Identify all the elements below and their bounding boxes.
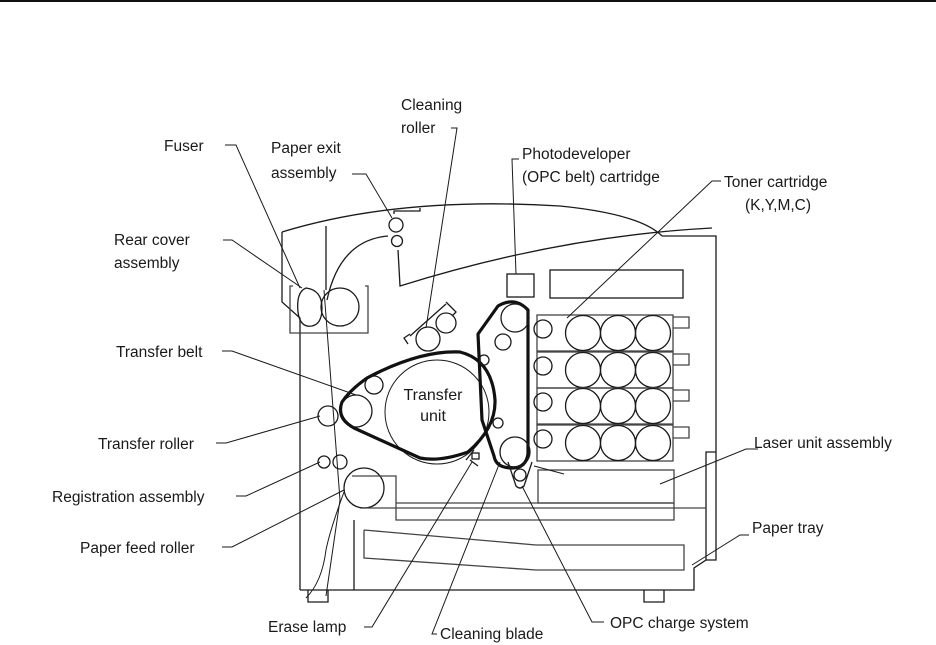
- transfer-roller: [318, 406, 338, 426]
- label-laser-unit: Laser unit assembly: [754, 435, 892, 452]
- label-photodeveloper-1: Photodeveloper: [522, 146, 631, 163]
- label-cleaning-blade: Cleaning blade: [440, 626, 543, 643]
- upper-slot: [550, 270, 683, 298]
- toner-cartridge: [534, 388, 689, 424]
- label-paper-tray: Paper tray: [752, 520, 824, 537]
- toner-roller: [601, 389, 636, 424]
- foot-right: [644, 590, 664, 602]
- toner-roller: [636, 426, 671, 461]
- toner-cartridge-tab: [673, 354, 689, 365]
- toner-cartridges: [534, 315, 689, 461]
- paper-feed-roller: [344, 468, 384, 508]
- transfer-belt: [341, 352, 496, 459]
- label-fuser: Fuser: [164, 138, 204, 155]
- label-opc-charge: OPC charge system: [610, 615, 749, 632]
- opc-charge-roller: [514, 469, 526, 481]
- toner-cartridge-tab: [673, 427, 689, 438]
- inner-cover-curve: [398, 228, 712, 286]
- cleaning-roller-unit: [404, 302, 456, 351]
- transfer-unit-label-2: unit: [420, 408, 446, 425]
- toner-roller: [601, 353, 636, 388]
- label-cleaning-roller-1: Cleaning: [401, 97, 462, 114]
- toner-roller: [636, 316, 671, 351]
- paper-path-upper: [327, 236, 388, 300]
- toner-roller: [636, 353, 671, 388]
- toner-roller: [601, 426, 636, 461]
- tray-structure: [352, 476, 706, 570]
- toner-roller: [566, 316, 601, 351]
- label-photodeveloper-2: (OPC belt) cartridge: [522, 169, 660, 186]
- label-rear-cover-1: Rear cover: [114, 232, 190, 249]
- transfer-unit-label-1: Transfer: [404, 387, 464, 404]
- opc-roller-small-2: [493, 418, 503, 428]
- photodeveloper-box: [507, 274, 534, 297]
- opc-roller-top: [501, 304, 529, 332]
- toner-roller: [601, 316, 636, 351]
- label-transfer-belt: Transfer belt: [116, 344, 203, 361]
- registration-roller-2: [333, 455, 347, 469]
- opc-roller-bottom: [500, 437, 530, 467]
- label-paper-feed-roller: Paper feed roller: [80, 540, 195, 557]
- toner-cartridge: [534, 315, 689, 351]
- toner-roller: [636, 389, 671, 424]
- label-rear-cover-2: assembly: [114, 255, 180, 272]
- label-paper-exit-2: assembly: [271, 165, 337, 182]
- laser-unit: [538, 470, 674, 503]
- label-cleaning-roller-2: roller: [401, 120, 435, 137]
- toner-roller: [566, 389, 601, 424]
- label-transfer-roller: Transfer roller: [98, 436, 194, 453]
- toner-roller: [566, 353, 601, 388]
- label-erase-lamp: Erase lamp: [268, 619, 346, 636]
- toner-cartridge-tab: [673, 390, 689, 401]
- label-toner-1: Toner cartridge: [724, 174, 827, 191]
- toner-roller: [566, 426, 601, 461]
- paper-exit-rollers: [389, 208, 420, 247]
- label-toner-2: (K,Y,M,C): [745, 197, 811, 214]
- opc-roller-mid: [495, 334, 511, 350]
- label-paper-exit-1: Paper exit: [271, 140, 341, 157]
- paper-guide: [306, 492, 344, 598]
- toner-cartridge-tab: [673, 317, 689, 328]
- toner-cartridge: [534, 425, 689, 461]
- toner-cartridge: [534, 352, 689, 388]
- label-registration: Registration assembly: [52, 489, 205, 506]
